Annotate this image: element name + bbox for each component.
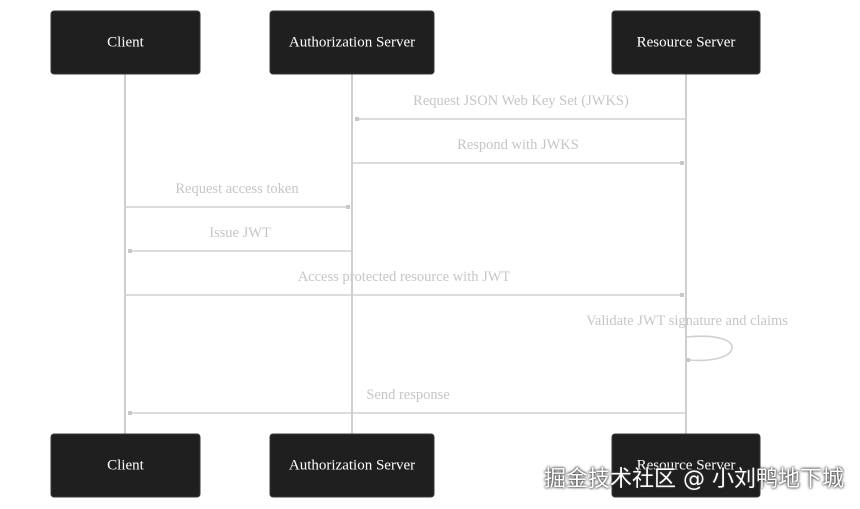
message-issue-jwt: Issue JWT <box>128 225 352 253</box>
actor-top-client: Client <box>50 10 201 75</box>
arrowhead <box>355 117 359 121</box>
message-label: Request access token <box>175 181 299 197</box>
actor-label: Client <box>107 457 144 473</box>
actor-bottom-client: Client <box>50 433 201 498</box>
arrowhead <box>346 205 350 209</box>
actor-label: Authorization Server <box>289 34 415 50</box>
arrowhead <box>128 411 132 415</box>
arrowhead <box>686 358 690 362</box>
message-access-resource: Access protected resource with JWT <box>125 269 684 297</box>
message-label: Issue JWT <box>209 225 271 241</box>
watermark: 掘金技术社区 @ 小刘鸭地下城 <box>544 467 844 492</box>
arrowhead <box>128 249 132 253</box>
message-request-token: Request access token <box>125 181 350 209</box>
actor-label: Resource Server <box>637 457 736 473</box>
message-respond-jwks: Respond with JWKS <box>352 137 684 165</box>
message-label: Validate JWT signature and claims <box>586 313 788 329</box>
actor-label: Resource Server <box>637 34 736 50</box>
message-label: Request JSON Web Key Set (JWKS) <box>413 93 629 109</box>
actor-top-resource-server: Resource Server <box>611 10 761 75</box>
message-request-jwks: Request JSON Web Key Set (JWKS) <box>355 93 686 121</box>
actor-top-authorization-server: Authorization Server <box>269 10 435 75</box>
arrowhead <box>680 161 684 165</box>
message-validate-jwt: Validate JWT signature and claims <box>586 313 788 362</box>
actor-label: Client <box>107 34 144 50</box>
message-label: Access protected resource with JWT <box>298 269 511 285</box>
actor-label: Authorization Server <box>289 457 415 473</box>
arrowhead <box>680 293 684 297</box>
message-send-response: Send response <box>128 387 686 415</box>
message-label: Send response <box>366 387 449 403</box>
message-label: Respond with JWKS <box>457 137 579 153</box>
actor-bottom-resource-server: Resource Server <box>611 433 761 498</box>
actor-bottom-authorization-server: Authorization Server <box>269 433 435 498</box>
